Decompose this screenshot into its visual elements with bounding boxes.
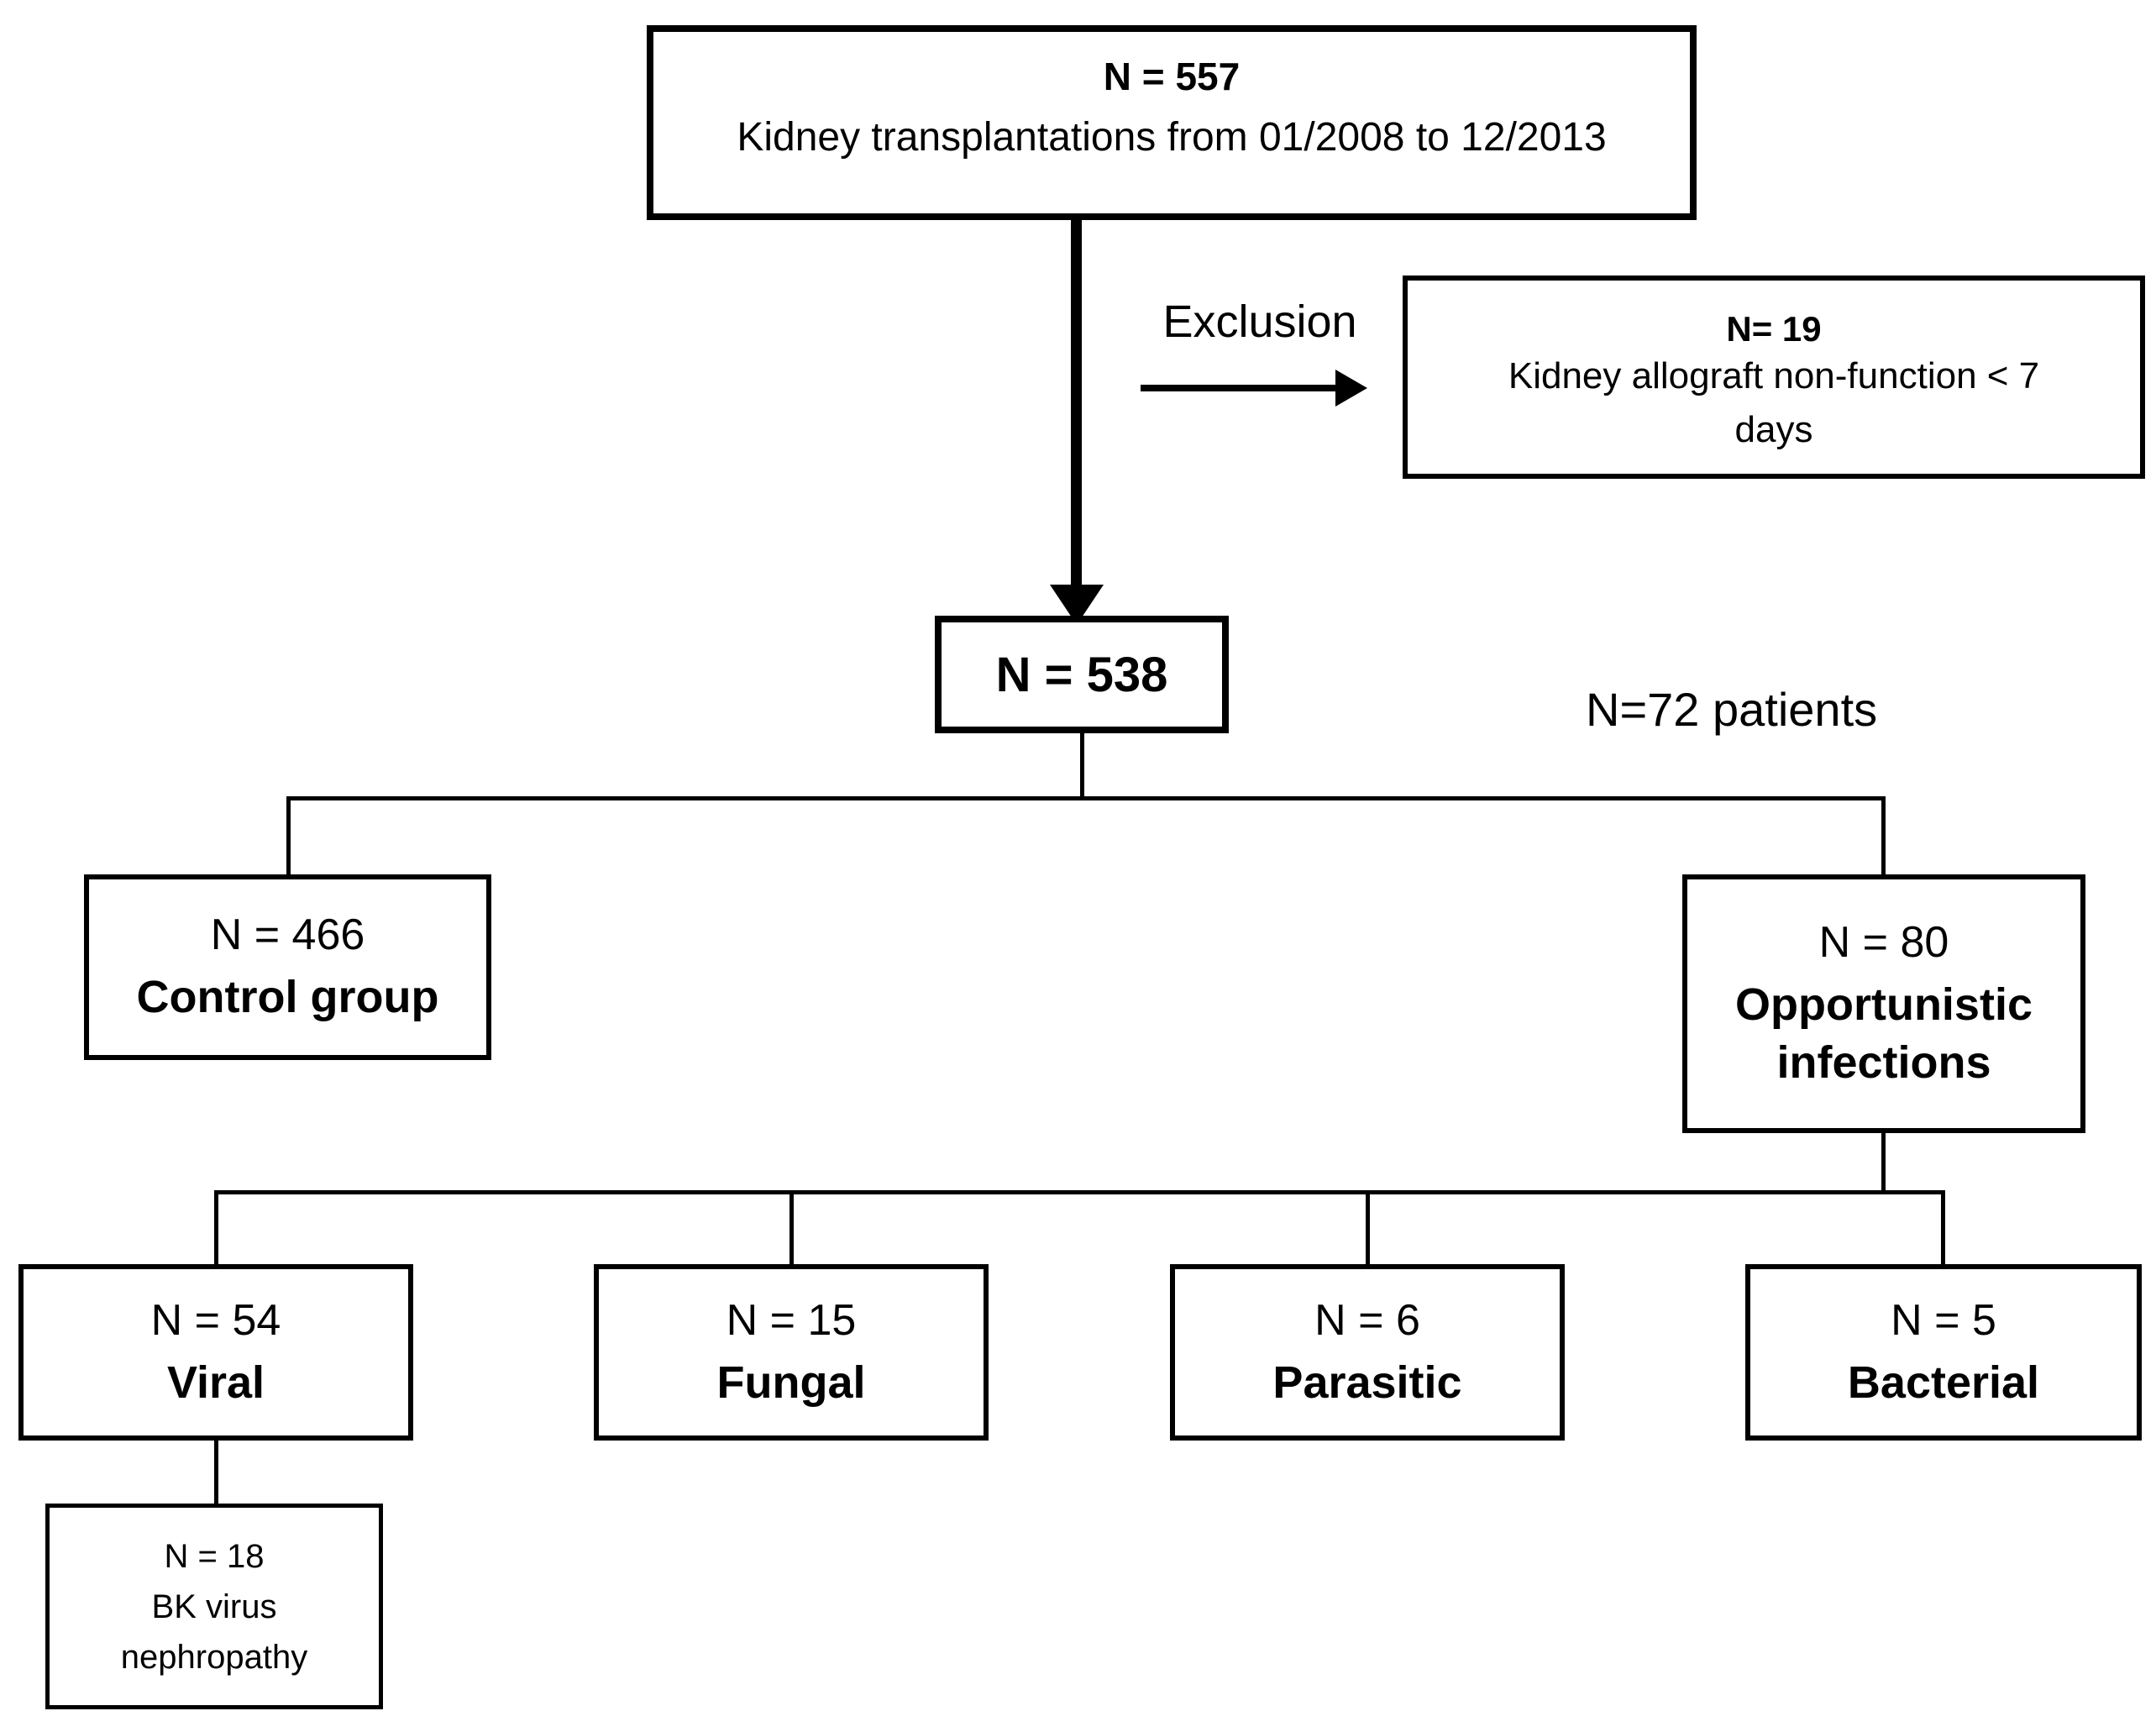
opportunistic-infections-box: N = 80 Opportunistic infections bbox=[1682, 874, 2085, 1133]
patients-note: N=72 patients bbox=[1586, 683, 1878, 736]
connector-bacterial-drop bbox=[1941, 1190, 1945, 1264]
exclusion-arrow-head-icon bbox=[1335, 370, 1367, 407]
included-n: N = 538 bbox=[995, 647, 1168, 702]
total-label: Kidney transplantations from 01/2008 to … bbox=[737, 115, 1607, 160]
parasitic-box: N = 6 Parasitic bbox=[1170, 1264, 1565, 1441]
bacterial-box: N = 5 Bacterial bbox=[1745, 1264, 2142, 1441]
down-arrow-shaft bbox=[1071, 220, 1082, 586]
connector-control-drop bbox=[286, 796, 291, 874]
parasitic-n: N = 6 bbox=[1314, 1295, 1420, 1345]
total-n: N = 557 bbox=[1103, 55, 1241, 98]
splitter-level2 bbox=[214, 1190, 1945, 1194]
viral-label: Viral bbox=[166, 1357, 265, 1408]
bk-n: N = 18 bbox=[164, 1537, 265, 1575]
bk-virus-box: N = 18 BK virus nephropathy bbox=[45, 1504, 383, 1709]
control-n: N = 466 bbox=[210, 911, 365, 960]
bacterial-n: N = 5 bbox=[1891, 1295, 1996, 1345]
connector-opportunistic-down bbox=[1881, 1133, 1886, 1192]
total-transplantations-box: N = 557 Kidney transplantations from 01/… bbox=[647, 25, 1697, 220]
parasitic-label: Parasitic bbox=[1272, 1357, 1462, 1408]
connector-bk-drop bbox=[214, 1441, 218, 1504]
bk-line1: BK virus bbox=[151, 1588, 277, 1625]
included-box: N = 538 bbox=[935, 616, 1229, 733]
control-label: Control group bbox=[136, 972, 439, 1023]
connector-fungal-drop bbox=[789, 1190, 794, 1264]
viral-box: N = 54 Viral bbox=[18, 1264, 413, 1441]
splitter-level1 bbox=[288, 796, 1886, 800]
fungal-n: N = 15 bbox=[726, 1295, 857, 1345]
opportunistic-n: N = 80 bbox=[1818, 918, 1949, 967]
exclusion-line1: Kidney allograft non-function < 7 bbox=[1508, 355, 2040, 396]
opportunistic-line2: infections bbox=[1776, 1037, 1991, 1089]
exclusion-arrow-shaft bbox=[1141, 385, 1337, 391]
fungal-box: N = 15 Fungal bbox=[594, 1264, 989, 1441]
exclusion-label: Exclusion bbox=[1162, 297, 1357, 347]
bacterial-label: Bacterial bbox=[1847, 1357, 2040, 1408]
connector-parasitic-drop bbox=[1366, 1190, 1370, 1264]
connector-opportunistic-drop bbox=[1881, 796, 1886, 874]
opportunistic-line1: Opportunistic bbox=[1735, 979, 2033, 1030]
exclusion-line2: days bbox=[1734, 408, 1813, 450]
exclusion-box: N= 19 Kidney allograft non-function < 7 … bbox=[1403, 276, 2145, 479]
bk-line2: nephropathy bbox=[120, 1638, 308, 1676]
viral-n: N = 54 bbox=[150, 1295, 281, 1345]
fungal-label: Fungal bbox=[716, 1357, 866, 1408]
exclusion-n: N= 19 bbox=[1726, 309, 1822, 349]
connector-included-down bbox=[1080, 733, 1084, 799]
control-group-box: N = 466 Control group bbox=[84, 874, 491, 1060]
connector-viral-drop bbox=[214, 1190, 218, 1264]
